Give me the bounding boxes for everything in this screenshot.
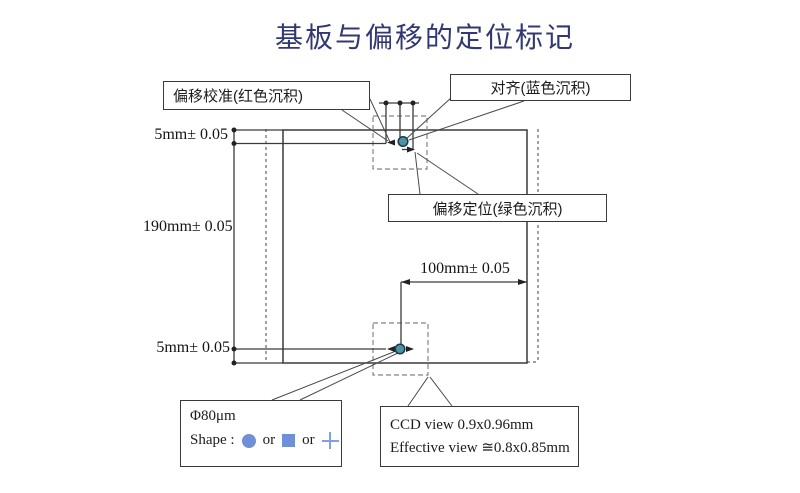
bottom-mark-left-arrow [387,346,395,352]
ccd-view-line: CCD view 0.9x0.96mm [390,416,534,433]
mark-shape-options: Shape : or or [190,432,339,449]
dimension-top-margin: 5mm± 0.05 [154,126,228,143]
arrowheads [387,139,527,352]
slide-title: 基板与偏移的定位标记 [274,23,575,54]
dim100-left-arrow [401,279,410,285]
shape-label: Shape : [190,432,235,448]
substrate-outline [282,129,528,364]
dimension-center-to-edge: 100mm± 0.05 [420,260,510,277]
dimension-lines [233,102,527,364]
callout-offset-calibration: 偏移校准(红色沉积) [163,81,370,110]
callout-alignment: 对齐(蓝色沉积) [450,74,631,101]
top-mark-left-arrow [387,139,395,146]
circle-shape-icon [241,433,256,448]
callout-offset-positioning: 偏移定位(绿色沉积) [388,194,607,222]
dimension-dots [231,100,416,366]
dimension-bottom-margin: 5mm± 0.05 [156,339,230,356]
top-mark-right-arrow [407,146,415,153]
mark-diameter-label: Φ80μm [190,408,236,424]
top-alignment-mark [397,135,409,148]
mark-shape-spec-box: Φ80μm Shape : or or [180,400,342,467]
effective-view-line: Effective view ≅0.8x0.85mm [390,439,570,456]
bottom-mark-right-arrow [406,346,414,352]
bottom-alignment-mark [394,343,406,355]
plus-shape-icon [321,432,339,449]
or-label-2: or [302,432,315,448]
dimension-side-height: 190mm± 0.05 [143,218,233,235]
dim100-right-arrow [518,279,527,285]
substrate-guide-dashed-lines [265,129,539,363]
square-shape-icon [282,434,296,447]
callout-leader-lines [271,96,525,407]
ccd-view-spec-box: CCD view 0.9x0.96mm Effective view ≅0.8x… [380,406,579,467]
or-label-1: or [262,432,276,448]
